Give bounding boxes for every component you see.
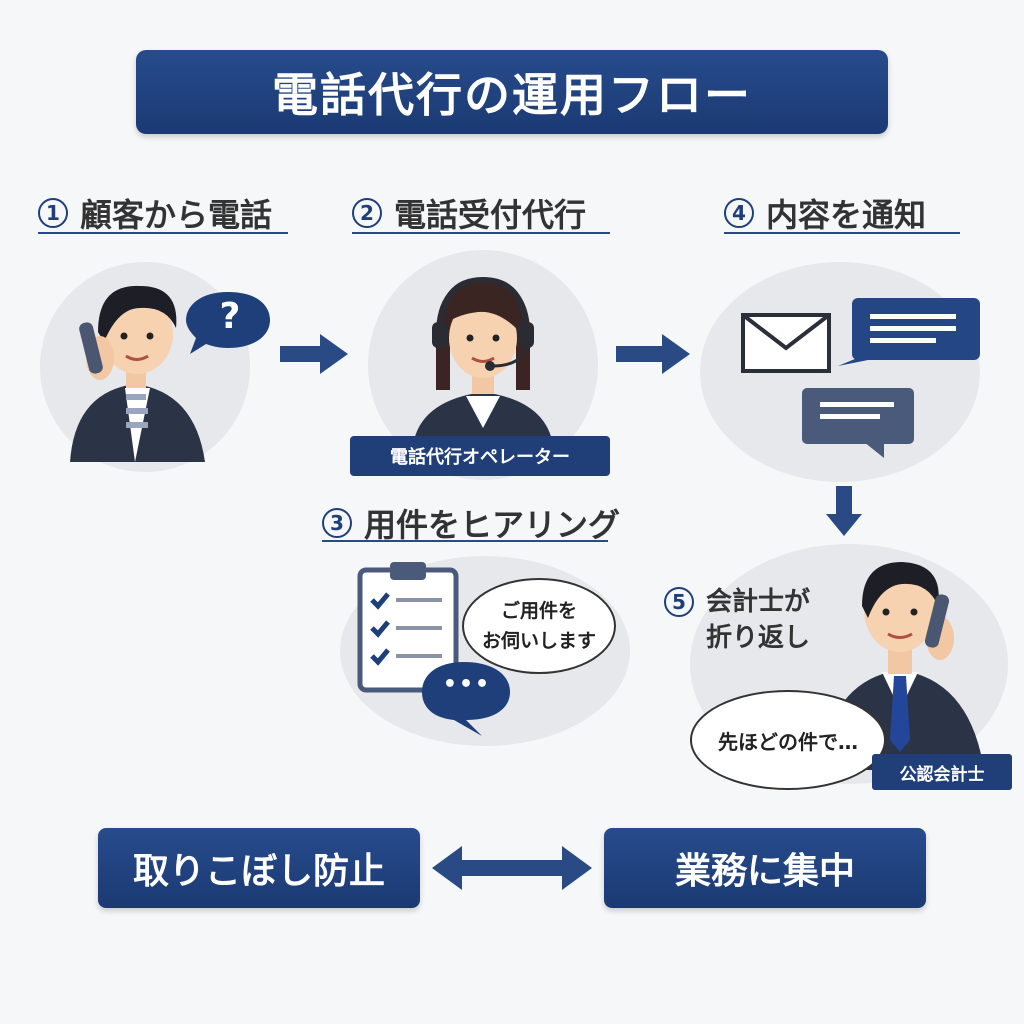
operator-badge: 電話代行オペレーター: [350, 436, 610, 476]
operator-illustration: [414, 276, 552, 440]
step-1-number: 1: [38, 198, 68, 228]
step-5-number: 5: [664, 587, 694, 617]
accountant-badge: 公認会計士: [872, 754, 1012, 790]
step-3-text: 用件をヒアリング: [364, 506, 621, 544]
chat-icon-secondary: [802, 388, 914, 458]
hearing-bubble-line1: ご用件を: [500, 600, 577, 622]
step-4-label: 4 内容を通知: [724, 190, 926, 236]
callback-speech-bubble: 先ほどの件で…: [690, 690, 886, 790]
question-bubble-icon: [186, 292, 270, 354]
step-2-number: 2: [352, 198, 382, 228]
step-5-text-line2: 折り返し: [706, 623, 811, 653]
hearing-bubble-line2: お伺いします: [481, 630, 596, 652]
envelope-icon: [741, 313, 831, 373]
step-3-underline: [322, 540, 608, 542]
benefit-prevent-missed-calls: 取りこぼし防止: [98, 828, 420, 908]
step-4-number: 4: [724, 198, 754, 228]
step-4-text: 内容を通知: [766, 196, 927, 234]
step-2-label: 2 電話受付代行: [352, 190, 586, 236]
step-2-text: 電話受付代行: [394, 196, 587, 234]
arrow-down-icon: [826, 486, 862, 536]
step-2-underline: [352, 232, 610, 234]
step-3-label: 3 用件をヒアリング: [322, 500, 620, 546]
hearing-speech-bubble: ご用件を お伺いします: [462, 578, 616, 674]
arrow-right-icon: [616, 334, 690, 374]
typing-bubble-icon: [422, 662, 510, 736]
step-5-text-line1: 会計士が: [706, 587, 811, 617]
benefit-focus-on-work: 業務に集中: [604, 828, 926, 908]
step-5-label: 5 会計士が 折り返し: [664, 584, 810, 656]
step-4-underline: [724, 232, 960, 234]
question-mark: ?: [219, 296, 241, 337]
clipboard-checklist-icon: [357, 562, 459, 693]
arrow-right-icon: [280, 334, 348, 374]
chat-icon: [838, 298, 980, 366]
customer-illustration: [70, 285, 205, 462]
step-1-text: 顧客から電話: [80, 196, 273, 234]
step-1-label: 1 顧客から電話: [38, 190, 272, 236]
step-1-underline: [38, 232, 288, 234]
typing-dots: •••: [442, 672, 492, 697]
step-3-number: 3: [322, 508, 352, 538]
page-title: 電話代行の運用フロー: [136, 50, 888, 134]
double-arrow-icon: [432, 846, 592, 890]
